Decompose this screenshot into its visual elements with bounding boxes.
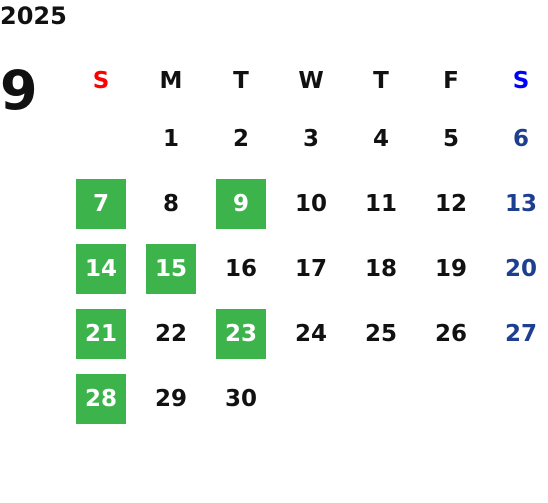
day-cell[interactable]: 24 [276, 301, 346, 366]
year-label: 2025 [0, 2, 67, 30]
day-cell[interactable]: 6 [486, 106, 548, 171]
day-cell[interactable]: 15 [136, 236, 206, 301]
day-cell[interactable]: 26 [416, 301, 486, 366]
day-cell[interactable]: 21 [66, 301, 136, 366]
day-cell [346, 366, 416, 431]
day-cell[interactable]: 14 [66, 236, 136, 301]
weekday-header-tue: T [233, 68, 249, 94]
weekday-header-wed: W [298, 68, 324, 94]
day-number[interactable]: 2 [232, 125, 249, 152]
day-number[interactable]: 29 [154, 385, 187, 412]
day-number[interactable]: 26 [434, 320, 467, 347]
day-number[interactable]: 13 [504, 190, 537, 217]
day-number[interactable]: 6 [512, 125, 529, 152]
day-cell [276, 366, 346, 431]
day-cell[interactable]: 1 [136, 106, 206, 171]
day-cell[interactable]: 7 [66, 171, 136, 236]
day-number[interactable]: 25 [364, 320, 397, 347]
day-cell[interactable]: 19 [416, 236, 486, 301]
day-number[interactable]: 11 [364, 190, 397, 217]
day-cell [416, 366, 486, 431]
day-cell[interactable]: 11 [346, 171, 416, 236]
day-number[interactable]: 27 [504, 320, 537, 347]
highlighted-day-number[interactable]: 14 [76, 243, 126, 294]
weekday-header-mon: M [159, 68, 183, 94]
day-cell[interactable]: 5 [416, 106, 486, 171]
day-number[interactable]: 18 [364, 255, 397, 282]
day-cell[interactable]: 3 [276, 106, 346, 171]
highlighted-day-number[interactable]: 23 [216, 308, 266, 359]
day-number[interactable]: 3 [302, 125, 319, 152]
day-number[interactable]: 19 [434, 255, 467, 282]
day-number[interactable]: 8 [162, 190, 179, 217]
day-number[interactable]: 4 [372, 125, 389, 152]
day-cell[interactable]: 2 [206, 106, 276, 171]
weekday-header-thu: T [373, 68, 389, 94]
day-cell[interactable]: 10 [276, 171, 346, 236]
day-number[interactable]: 30 [224, 385, 257, 412]
day-cell[interactable]: 28 [66, 366, 136, 431]
day-number[interactable]: 17 [294, 255, 327, 282]
day-cell[interactable]: 16 [206, 236, 276, 301]
day-cell[interactable]: 25 [346, 301, 416, 366]
day-cell[interactable]: 29 [136, 366, 206, 431]
day-cell[interactable]: 18 [346, 236, 416, 301]
day-number[interactable]: 5 [442, 125, 459, 152]
day-number[interactable]: 20 [504, 255, 537, 282]
day-number[interactable]: 16 [224, 255, 257, 282]
day-cell[interactable]: 12 [416, 171, 486, 236]
day-cell[interactable]: 13 [486, 171, 548, 236]
day-number[interactable]: 12 [434, 190, 467, 217]
highlighted-day-number[interactable]: 28 [76, 373, 126, 424]
month-label: 9 [0, 59, 38, 122]
highlighted-day-number[interactable]: 7 [76, 178, 126, 229]
day-cell[interactable]: 30 [206, 366, 276, 431]
day-number[interactable]: 10 [294, 190, 327, 217]
highlighted-day-number[interactable]: 21 [76, 308, 126, 359]
day-cell[interactable]: 8 [136, 171, 206, 236]
day-cell [66, 106, 136, 171]
highlighted-day-number[interactable]: 15 [146, 243, 196, 294]
day-number[interactable]: 1 [162, 125, 179, 152]
day-cell[interactable]: 27 [486, 301, 548, 366]
day-number[interactable]: 24 [294, 320, 327, 347]
day-cell[interactable]: 9 [206, 171, 276, 236]
weekday-header-sat: S [512, 68, 530, 94]
day-cell[interactable]: 22 [136, 301, 206, 366]
weekday-header-fri: F [443, 68, 459, 94]
day-number[interactable]: 22 [154, 320, 187, 347]
day-cell [486, 366, 548, 431]
day-cell[interactable]: 23 [206, 301, 276, 366]
day-cell[interactable]: 17 [276, 236, 346, 301]
day-cell[interactable]: 20 [486, 236, 548, 301]
day-cell[interactable]: 4 [346, 106, 416, 171]
highlighted-day-number[interactable]: 9 [216, 178, 266, 229]
weekday-header-sun: S [92, 68, 110, 94]
